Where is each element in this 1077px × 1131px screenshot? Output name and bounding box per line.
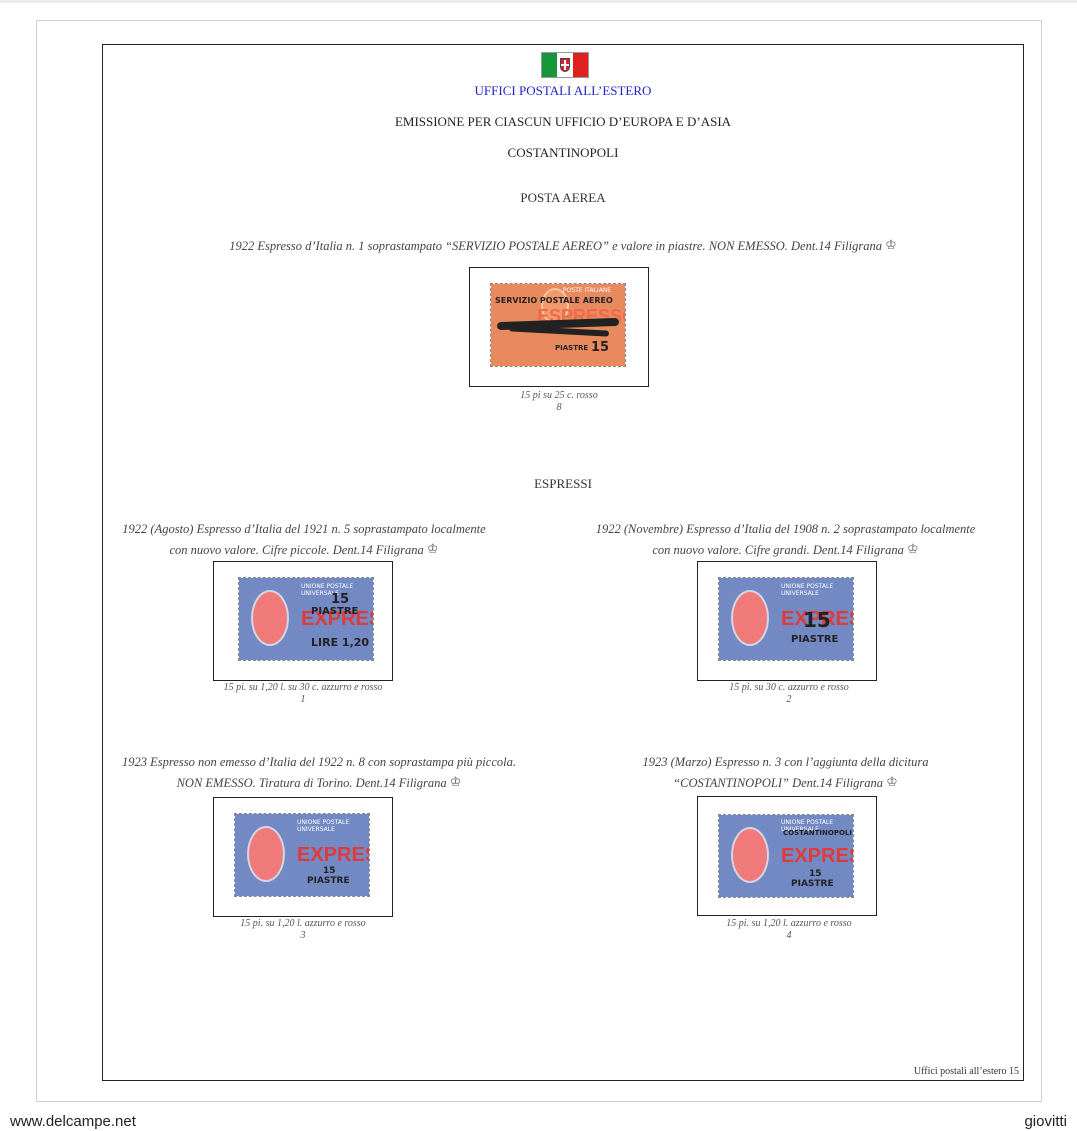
album-page: UFFICI POSTALI ALL’ESTERO EMISSIONE PER … (102, 44, 1024, 1081)
air-stamp-number: 8 (556, 402, 562, 413)
crown-watermark-icon: ♔ (449, 774, 462, 789)
air-stamp-desc: 15 pi su 25 c. rosso (520, 390, 598, 401)
express-caption-1: 1922 (Agosto) Espresso d’Italia del 1921… (122, 522, 486, 557)
page-subtitle: EMISSIONE PER CIASCUN UFFICIO D’EUROPA E… (394, 114, 732, 129)
express-caption-3: 1923 Espresso non emesso d’Italia del 19… (122, 755, 516, 790)
stamp-1-image: UNIONE POSTALE UNIVERSALE 15 EXPRES PIAS… (238, 577, 374, 661)
express-caption-4: 1923 (Marzo) Espresso n. 3 con l’aggiunt… (642, 755, 929, 790)
express-caption-2: 1922 (Novembre) Espresso d’Italia del 19… (595, 522, 976, 557)
crown-watermark-icon: ♔ (906, 541, 919, 556)
stamp-3-desc: 15 pi. su 1,20 l. azzurro e rosso (240, 918, 366, 929)
stamp-frame-3[interactable]: UNIONE POSTALE UNIVERSALE EXPRES 15 PIAS… (213, 797, 393, 917)
stamp-frame-1[interactable]: UNIONE POSTALE UNIVERSALE 15 EXPRES PIAS… (213, 561, 393, 681)
stamp-air-image: POSTE ITALIANE SERVIZIO POSTALE AEREO ES… (490, 283, 626, 367)
crown-watermark-icon: ♔ (426, 541, 439, 556)
stamp-2-desc: 15 pi. su 30 c. azzurro e rosso (729, 682, 849, 693)
top-divider (0, 0, 1077, 3)
stamp-3-image: UNIONE POSTALE UNIVERSALE EXPRES 15 PIAS… (234, 813, 370, 897)
stamp-medal (541, 288, 569, 324)
italian-flag-icon (541, 52, 589, 78)
crown-watermark-icon: ♔ (885, 237, 897, 252)
stamp-2-image: UNIONE POSTALE UNIVERSALE EXPRES 15 PIAS… (718, 577, 854, 661)
page-footer: Uffici postali all’estero 15 (913, 1066, 1019, 1077)
air-caption-text: 1922 Espresso d’Italia n. 1 soprastampat… (229, 239, 882, 253)
watermark-seller: giovitti (1024, 1113, 1067, 1130)
stamp-2-number: 2 (786, 694, 792, 705)
office-name: COSTANTINOPOLI (507, 145, 619, 160)
stamp-overprint: SERVIZIO POSTALE AEREO (495, 296, 613, 305)
stamp-3-number: 3 (300, 930, 306, 941)
section-express: ESPRESSI (534, 476, 592, 491)
page-title: UFFICI POSTALI ALL’ESTERO (474, 83, 652, 98)
stamp-medal (251, 590, 289, 646)
watermark-delcampe[interactable]: www.delcampe.net (10, 1113, 136, 1130)
crown-watermark-icon: ♔ (886, 774, 898, 789)
stamp-frame-air[interactable]: POSTE ITALIANE SERVIZIO POSTALE AEREO ES… (469, 267, 649, 387)
stamp-medal (247, 826, 285, 882)
stamp-medal (731, 827, 769, 883)
stamp-4-image: UNIONE POSTALE UNIVERSALE COSTANTINOPOLI… (718, 814, 854, 898)
stamp-frame-4[interactable]: UNIONE POSTALE UNIVERSALE COSTANTINOPOLI… (697, 796, 877, 916)
stamp-frame-2[interactable]: UNIONE POSTALE UNIVERSALE EXPRES 15 PIAS… (697, 561, 877, 681)
stamp-4-desc: 15 pi. su 1,20 l. azzurro e rosso (726, 918, 852, 929)
stamp-4-number: 4 (786, 930, 792, 941)
section-air-mail: POSTA AEREA (520, 190, 606, 205)
stamp-medal (731, 590, 769, 646)
stamp-1-number: 1 (300, 694, 306, 705)
stamp-1-desc: 15 pi. su 1,20 l. su 30 c. azzurro e ros… (223, 682, 383, 693)
air-caption: 1922 Espresso d’Italia n. 1 soprastampat… (103, 235, 1023, 256)
